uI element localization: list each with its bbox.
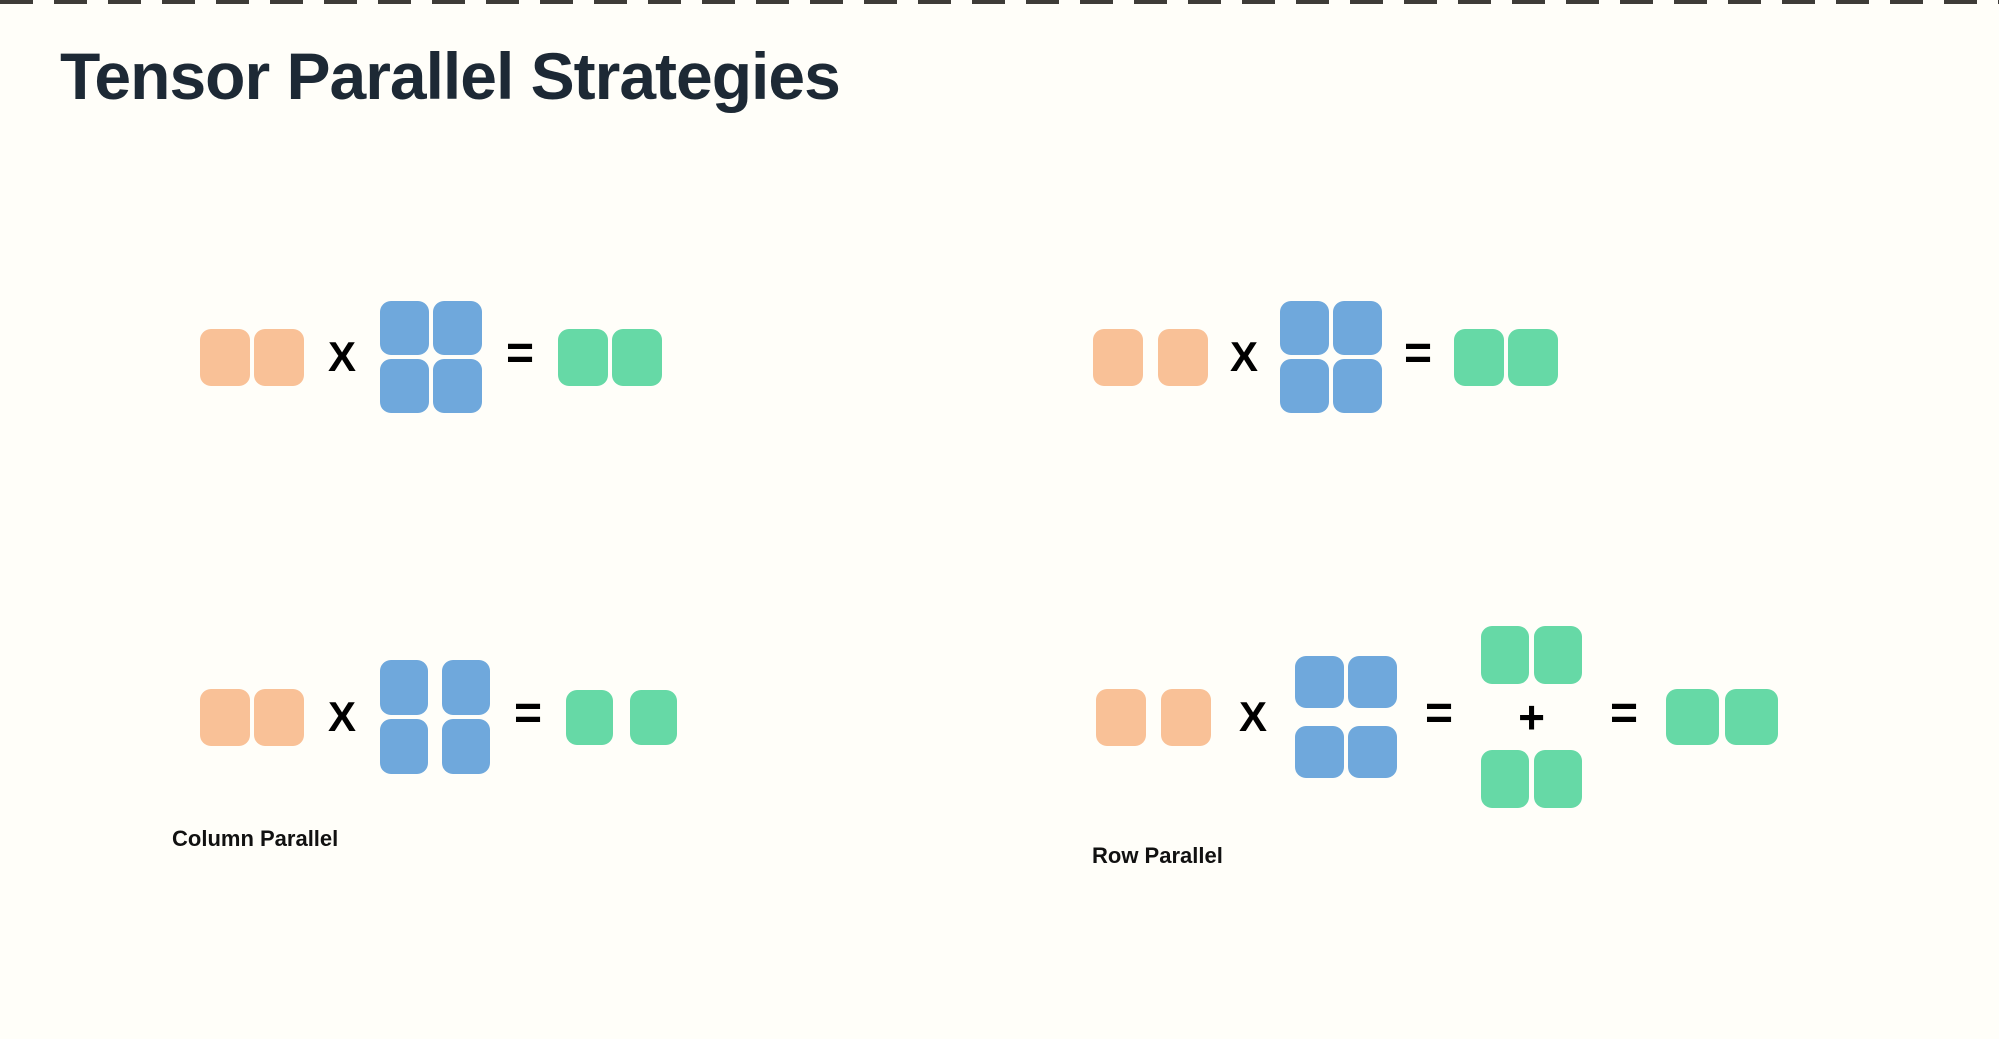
column-parallel-label: Column Parallel [172, 826, 339, 851]
output-block [558, 328, 609, 386]
equals-operator: = [514, 687, 543, 740]
weight-block [1295, 656, 1345, 708]
multiply-operator: X [1239, 693, 1268, 740]
input-vector-sharded [1093, 328, 1208, 386]
output-block [612, 328, 663, 386]
weight-block [1280, 359, 1330, 413]
diagram-row-parallel: X = + = [1096, 622, 1779, 812]
input-block [1161, 688, 1211, 746]
weight-block [433, 301, 483, 355]
output-vector-sharded [566, 689, 678, 745]
output-block [630, 689, 678, 745]
diagram-column-parallel: X = [200, 658, 678, 776]
weight-matrix-row-sharded [1295, 656, 1398, 778]
partial-output-block [1481, 750, 1530, 808]
input-block [1158, 328, 1208, 386]
weight-block [380, 301, 430, 355]
input-block [200, 688, 250, 746]
weight-block [1348, 656, 1398, 708]
input-vector-sharded [1096, 688, 1211, 746]
weight-block [1280, 301, 1330, 355]
output-block [566, 689, 614, 745]
output-block [1666, 689, 1720, 745]
input-block [254, 688, 304, 746]
output-block [1725, 689, 1779, 745]
plus-operator: + [1518, 691, 1545, 743]
equals-operator: = [506, 327, 535, 380]
weight-block [1333, 359, 1383, 413]
partial-output-block [1481, 626, 1530, 684]
output-vector [558, 328, 663, 386]
row-parallel-label: Row Parallel [1092, 843, 1223, 868]
weight-matrix [380, 301, 483, 413]
diagram-dense-baseline-right: X = [1093, 300, 1559, 414]
partial-output-block [1534, 750, 1583, 808]
input-vector [200, 688, 304, 746]
weight-block [380, 359, 430, 413]
weight-block [380, 660, 429, 715]
multiply-operator: X [328, 333, 357, 380]
output-vector [1454, 328, 1559, 386]
weight-matrix [1280, 301, 1383, 413]
output-block [1454, 328, 1505, 386]
input-block [1096, 688, 1146, 746]
weight-block [380, 719, 429, 774]
partial-output-vector [1481, 750, 1583, 808]
weight-block [1333, 301, 1383, 355]
multiply-operator: X [1230, 333, 1259, 380]
weight-block [1295, 726, 1345, 778]
weight-block [433, 359, 483, 413]
equals-operator: = [1610, 687, 1639, 740]
multiply-operator: X [328, 693, 357, 740]
equals-operator: = [1425, 687, 1454, 740]
weight-block [1348, 726, 1398, 778]
weight-block [442, 719, 491, 774]
equals-operator: = [1404, 327, 1433, 380]
weight-matrix-column-sharded [380, 660, 491, 774]
input-block [254, 328, 304, 386]
partial-output-vector [1481, 626, 1583, 684]
weight-block [442, 660, 491, 715]
output-block [1508, 328, 1559, 386]
diagram-dense-baseline-left: X = [200, 300, 663, 414]
input-block [1093, 328, 1143, 386]
top-dashes-decoration [0, 0, 1999, 4]
input-block [200, 328, 250, 386]
slide-title: Tensor Parallel Strategies [60, 39, 841, 113]
input-vector [200, 328, 304, 386]
output-vector [1666, 689, 1779, 745]
partial-output-stack: + [1481, 626, 1583, 808]
partial-output-block [1534, 626, 1583, 684]
